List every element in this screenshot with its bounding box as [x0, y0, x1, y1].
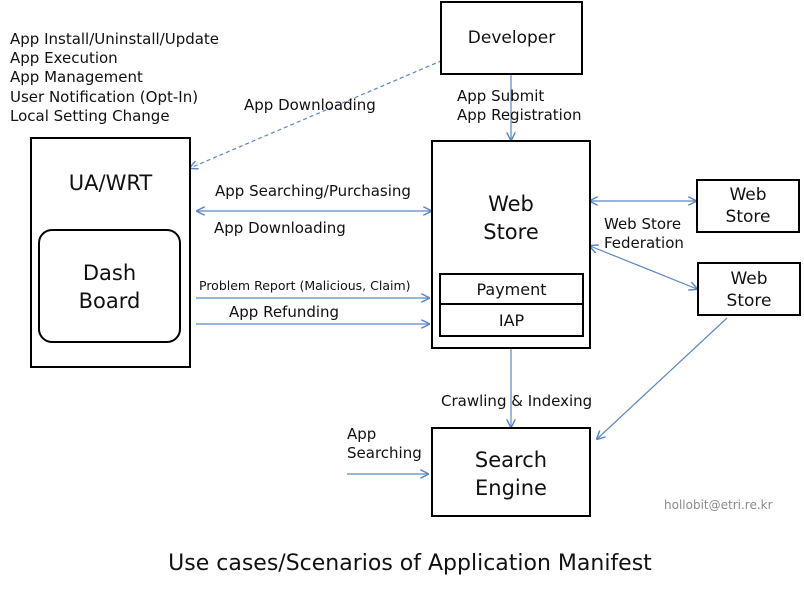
dashboard-box: Dash Board [38, 229, 181, 343]
dashboard-label: Dash Board [78, 261, 141, 313]
payment-label: Payment [476, 280, 547, 299]
arrow-webstore2-to-search [597, 317, 728, 439]
use-case-item: App Execution [10, 49, 118, 68]
arrow-webstore-federation-2 [590, 246, 697, 289]
edge-label-app-searching-purchasing: App Searching/Purchasing [215, 182, 411, 200]
use-case-item: Local Setting Change [10, 106, 170, 125]
developer-box: Developer [440, 1, 583, 75]
edge-label-app-downloading: App Downloading [214, 219, 346, 237]
arrow-developer-to-ua [190, 54, 456, 168]
web-store-1-label: Web Store [725, 185, 771, 227]
edge-label-problem-report: Problem Report (Malicious, Claim) [199, 278, 411, 293]
use-case-item: User Notification (Opt-In) [10, 87, 199, 106]
ua-wrt-label: UA/WRT [68, 171, 153, 195]
diagram-caption: Use cases/Scenarios of Application Manif… [168, 551, 652, 576]
edge-label-federation: Web Store Federation [604, 215, 684, 252]
web-store-2-box: Web Store [697, 262, 801, 316]
edge-label-app-downloading-dev: App Downloading [244, 96, 376, 114]
iap-box: IAP [439, 303, 584, 337]
web-store-main-box: Web Store Payment IAP [431, 140, 591, 349]
web-store-1-box: Web Store [696, 179, 800, 233]
web-store-2-label: Web Store [726, 269, 772, 311]
iap-label: IAP [498, 311, 525, 330]
use-case-item: App Management [10, 68, 143, 87]
edge-label-app-refunding: App Refunding [229, 303, 340, 321]
search-engine-label: Search Engine [474, 448, 548, 500]
web-store-main-label: Web Store [483, 192, 539, 244]
edge-label-app-searching: App Searching [347, 425, 422, 462]
search-engine-box: Search Engine [431, 427, 591, 517]
use-case-list: App Install/Uninstall/Update App Executi… [10, 30, 219, 126]
ua-wrt-box: UA/WRT Dash Board [30, 137, 191, 368]
payment-box: Payment [439, 273, 584, 305]
credit-text: hollobit@etri.re.kr [664, 498, 773, 512]
edge-label-app-submit: App Submit App Registration [457, 87, 582, 124]
edge-label-crawling-indexing: Crawling & Indexing [441, 392, 593, 410]
use-case-item: App Install/Uninstall/Update [10, 30, 220, 48]
developer-label: Developer [467, 28, 556, 48]
